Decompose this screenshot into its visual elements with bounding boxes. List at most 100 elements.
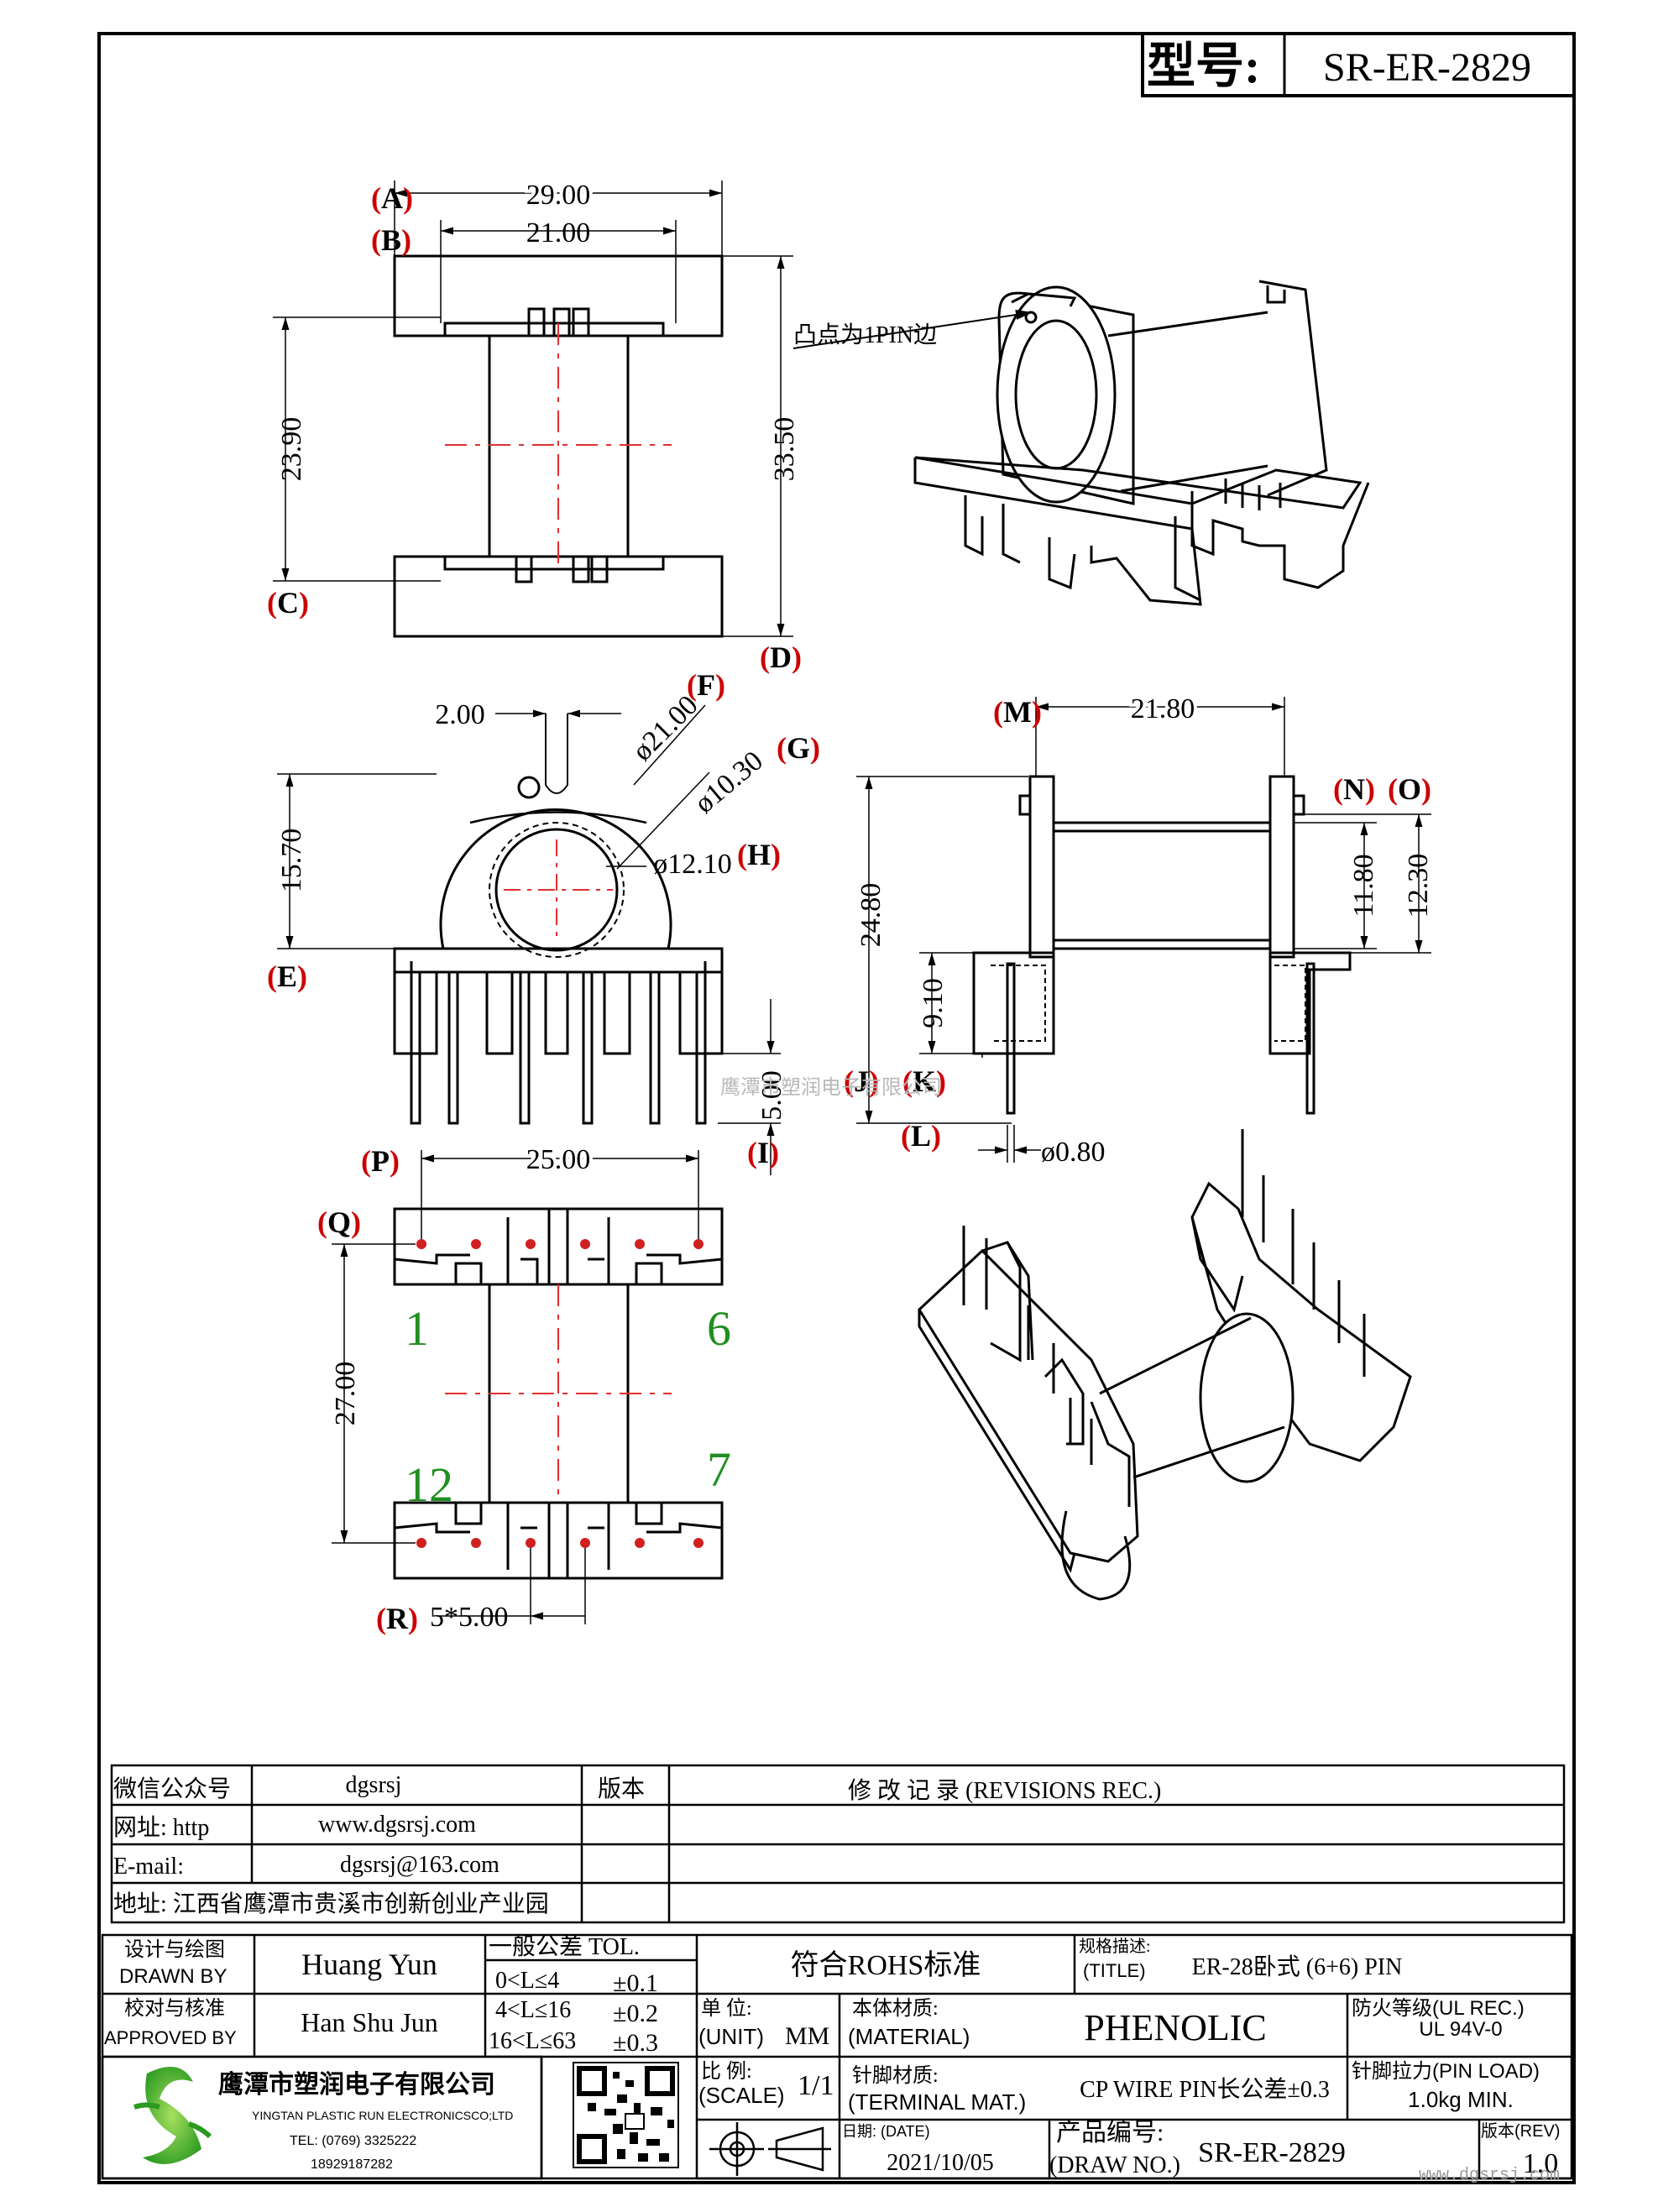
company-tel: TEL: (0769) 3325222: [290, 2134, 416, 2148]
pin-numbers: 1 6 12 7: [405, 1301, 731, 1512]
marker-o: (O): [1388, 772, 1431, 806]
pin-number-6: 6: [707, 1301, 731, 1356]
rev-value: 1.0: [1523, 2148, 1559, 2179]
website-label: 网址: http: [113, 1814, 209, 1841]
pin-load-label: 针脚拉力(PIN LOAD): [1352, 2060, 1540, 2083]
pin-number-1: 1: [405, 1301, 429, 1356]
dim-25-00: 25.00: [526, 1144, 591, 1175]
tol-range-1: 0<L≤4: [495, 1968, 559, 1994]
date-value: 2021/10/05: [887, 2150, 994, 2176]
svg-text:25.00: 25.00: [526, 1144, 591, 1175]
company-name-en: YINGTAN PLASTIC RUN ELECTRONICSCO;LTD: [252, 2109, 513, 2122]
approved-label-cn: 校对与核准: [124, 1997, 225, 2020]
qr-code-icon: [573, 2062, 679, 2168]
dim-23-90: 23.90: [276, 417, 307, 482]
marker-q: (Q): [317, 1205, 361, 1239]
bottom-view-labels: 25.00 25.00 27.00 5*5.00: [330, 1141, 594, 1633]
drawn-name: Huang Yun: [301, 1948, 437, 1981]
marker-n: (N): [1333, 772, 1375, 806]
footer-site: www.dgsrsj.com: [1419, 2166, 1560, 2185]
markers-bottom: (P) (Q) (R): [317, 1144, 418, 1635]
side-view-labels: 21.80 21.80 24.80 9.10 11.80 12.30 ø0.80: [855, 690, 1434, 1168]
fire-value: UL 94V-0: [1419, 2018, 1502, 2041]
unit-value: MM: [785, 2022, 829, 2050]
model-header: 型号: SR-ER-2829: [1141, 32, 1576, 97]
email-value[interactable]: dgsrsj@163.com: [340, 1852, 500, 1878]
pin-load-value: 1.0kg MIN.: [1408, 2087, 1514, 2112]
approved-name: Han Shu Jun: [301, 2007, 438, 2037]
info-table-text: 微信公众号 dgsrsj 网址: http www.dgsrsj.com E-m…: [113, 1772, 1161, 1917]
dim-27-00: 27.00: [330, 1362, 361, 1426]
side-view: [856, 697, 1431, 1163]
scale-value: 1/1: [798, 2070, 834, 2101]
drawno-label-cn: 产品编号:: [1056, 2119, 1164, 2147]
date-label: 日期: (DATE): [842, 2123, 930, 2140]
marker-e: (E): [267, 960, 307, 993]
spec-value: ER-28卧式 (6+6) PIN: [1192, 1953, 1403, 1980]
markers-side: (M) (N) (O) (J) (K) (L): [844, 695, 1431, 1153]
wechat-label: 微信公众号: [113, 1775, 231, 1802]
dim-15-70: 15.70: [276, 829, 307, 893]
pin-number-12: 12: [405, 1457, 453, 1512]
dim-5-00: 5.00: [756, 1070, 787, 1121]
markers-top: (A) (B) (C) (D): [267, 181, 802, 674]
model-label: 型号:: [1147, 39, 1260, 93]
rohs-text: 符合ROHS标准: [791, 1949, 981, 1981]
marker-m: (M): [993, 695, 1042, 729]
tol-range-3: 16<L≤63: [489, 2028, 576, 2054]
wechat-value: dgsrsj: [346, 1772, 402, 1798]
version-header: 版本: [598, 1775, 645, 1802]
approved-label-en: APPROVED BY: [104, 2027, 237, 2048]
marker-p: (P): [361, 1144, 400, 1178]
info-table: [110, 1764, 1566, 1924]
bottom-pins: [416, 1239, 704, 1548]
drawno-label-en: (DRAW NO.): [1049, 2152, 1180, 2178]
front-view-labels: 29.00 29.00 21.00 23.90 33.50: [276, 176, 800, 482]
tolerance-title: 一般公差 TOL.: [489, 1933, 640, 1960]
drawn-label-cn: 设计与绘图: [124, 1938, 225, 1961]
company-block: 鹰潭市塑润电子有限公司 YINGTAN PLASTIC RUN ELECTRON…: [101, 2055, 679, 2180]
model-number: SR-ER-2829: [1323, 45, 1531, 90]
front-view: [273, 180, 793, 638]
tol-value-2: ±0.2: [613, 2000, 658, 2027]
pin-note: 凸点为1PIN边: [792, 310, 1033, 349]
title-block-text: 设计与绘图 DRAWN BY Huang Yun 校对与核准 APPROVED …: [104, 1933, 1560, 2185]
spec-label-en: (TITLE): [1083, 1960, 1146, 1981]
dim-11-80: 11.80: [1348, 854, 1379, 917]
isometric-view-top: [913, 280, 1370, 606]
rev-label: 版本(REV): [1481, 2121, 1560, 2141]
svg-text:21.80: 21.80: [1131, 693, 1195, 724]
markers-mid: (F) (G) (H) (E) (I): [267, 668, 820, 1169]
terminal-value: CP WIRE PIN长公差±0.3: [1080, 2076, 1330, 2103]
material-label-en: (MATERIAL): [848, 2024, 970, 2049]
terminal-label-cn: 针脚材质:: [852, 2064, 939, 2087]
end-view: [277, 704, 781, 1175]
marker-b: (B): [371, 223, 411, 257]
drawn-label-en: DRAWN BY: [119, 1965, 227, 1988]
marker-k: (K): [902, 1064, 946, 1098]
dim-29: 29.00: [526, 180, 591, 211]
dim-pitch: 5*5.00: [430, 1602, 509, 1633]
company-logo: [133, 2067, 212, 2164]
marker-j: (J): [844, 1064, 879, 1098]
website-value[interactable]: www.dgsrsj.com: [318, 1812, 476, 1838]
marker-i: (I): [747, 1136, 779, 1169]
tol-value-3: ±0.3: [613, 2029, 658, 2057]
pin-number-7: 7: [707, 1442, 731, 1497]
marker-l: (L): [901, 1119, 941, 1153]
bottom-view: [332, 1150, 724, 1624]
dim-9-10: 9.10: [918, 978, 949, 1028]
material-label-cn: 本体材质:: [852, 1997, 939, 2020]
dim-pin-diameter: ø0.80: [1041, 1137, 1106, 1168]
dim-d10-30: ø10.30: [689, 745, 769, 819]
email-label: E-mail:: [113, 1854, 184, 1880]
revisions-header: 修 改 记 录 (REVISIONS REC.): [848, 1777, 1161, 1804]
address-label: 地址: 江西省鹰潭市贵溪市创新创业产业园: [113, 1890, 549, 1917]
end-view-labels: 2.00 ø21.00 ø10.30 ø12.10 15.70 5.00: [276, 689, 787, 1120]
scale-label-en: (SCALE): [698, 2083, 785, 2108]
unit-label-en: (UNIT): [698, 2024, 764, 2049]
drawno-value: SR-ER-2829: [1198, 2137, 1346, 2168]
marker-d: (D): [760, 641, 802, 674]
svg-text:29.00: 29.00: [526, 180, 591, 211]
